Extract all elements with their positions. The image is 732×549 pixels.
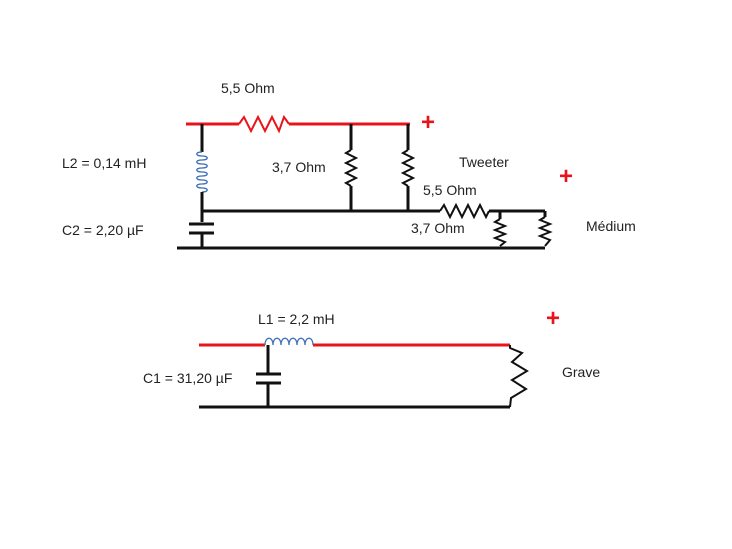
label-r-shunt-medium: 3,7 Ohm xyxy=(411,220,465,236)
grave-load xyxy=(509,345,529,408)
label-r-series-medium: 5,5 Ohm xyxy=(423,182,477,198)
label-r-series-tweeter: 5,5 Ohm xyxy=(221,80,275,96)
lower-circuit xyxy=(199,337,529,409)
labels: 5,5 Ohm L2 = 0,14 mH 3,7 Ohm Tweeter 5,5… xyxy=(62,80,636,386)
label-l2: L2 = 0,14 mH xyxy=(62,155,146,171)
upper-circuit xyxy=(177,114,553,250)
resistor-shunt-medium xyxy=(492,218,508,247)
label-tweeter: Tweeter xyxy=(459,154,509,170)
capacitor-c2 xyxy=(189,222,214,235)
capacitor-c1 xyxy=(256,372,281,385)
label-r-shunt-tweeter: 3,7 Ohm xyxy=(272,159,326,175)
plus-sign-medium: + xyxy=(559,163,573,190)
plus-sign-grave: + xyxy=(546,305,560,332)
resistor-series-tweeter xyxy=(238,114,290,134)
inductor-l2 xyxy=(196,151,208,193)
label-medium: Médium xyxy=(586,218,636,234)
medium-load xyxy=(537,216,553,247)
resistor-series-medium xyxy=(439,202,490,220)
label-l1: L1 = 2,2 mH xyxy=(258,311,335,327)
resistor-shunt-tweeter xyxy=(343,149,359,187)
inductor-l1 xyxy=(264,337,314,346)
plus-sign-tweeter: + xyxy=(421,109,435,136)
tweeter-load xyxy=(400,149,416,187)
label-grave: Grave xyxy=(562,364,600,380)
label-c2: C2 = 2,20 µF xyxy=(62,222,144,238)
label-c1: C1 = 31,20 µF xyxy=(143,370,232,386)
